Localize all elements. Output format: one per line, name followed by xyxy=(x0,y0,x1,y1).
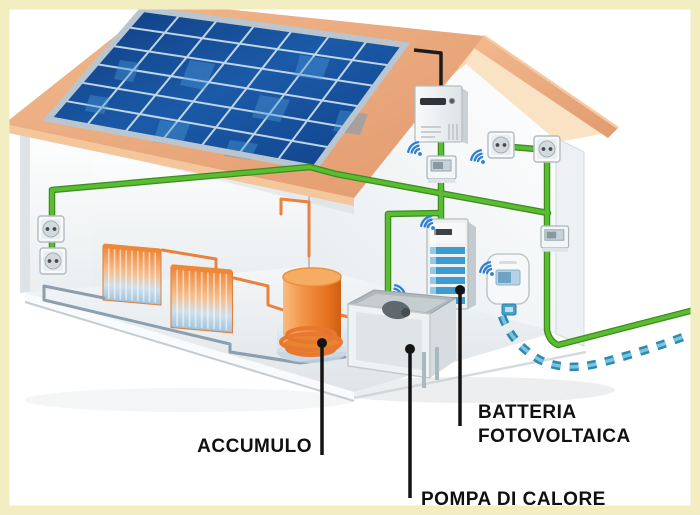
dotted-line-inner xyxy=(500,315,689,369)
wireless-controller xyxy=(486,253,530,316)
wire-left-run xyxy=(50,165,550,254)
callout-lines xyxy=(320,291,462,498)
gable-wall-edge xyxy=(555,137,585,347)
floor-right-line xyxy=(353,350,587,400)
heat-pump xyxy=(346,289,458,388)
label-batteria-line2: FOTOVOLTAICA xyxy=(478,426,631,447)
dotted-line xyxy=(497,314,690,372)
wire-socket-pair xyxy=(510,145,538,151)
wire-grid-export xyxy=(545,158,700,347)
callout-dots xyxy=(317,285,465,354)
solar-panel-grid xyxy=(63,13,391,162)
house-shadow xyxy=(325,377,615,403)
house-shadow-left xyxy=(25,388,355,412)
label-accumulo: ACCUMULO xyxy=(197,436,312,457)
inverter-display xyxy=(420,98,446,105)
floor-slab xyxy=(25,293,354,401)
energy-meter xyxy=(426,155,457,184)
roof xyxy=(4,2,619,206)
socket-gable-left xyxy=(487,131,515,159)
label-pompa: POMPA DI CALORE xyxy=(421,489,606,510)
storage-tank xyxy=(277,267,347,363)
socket-left-bottom xyxy=(39,247,67,275)
labels: ACCUMULO BATTERIA FOTOVOLTAICA POMPA DI … xyxy=(197,402,631,510)
radiator-1 xyxy=(102,242,162,306)
roof-right-slope xyxy=(474,36,618,138)
floor-front-line xyxy=(24,301,355,402)
radiator-2 xyxy=(170,263,234,334)
left-wall-edge xyxy=(20,117,30,293)
dc-cable xyxy=(413,48,443,88)
roof-right-highlight xyxy=(483,34,619,130)
tank-coil xyxy=(279,326,343,357)
heating-system xyxy=(42,197,458,388)
solar-panel xyxy=(42,5,411,172)
inverter xyxy=(414,85,468,144)
battery-display xyxy=(434,229,452,235)
label-batteria-line1: BATTERIA xyxy=(478,402,577,423)
heat-pump-pipes xyxy=(422,347,439,388)
grid-meter xyxy=(540,225,570,253)
roof-fascia xyxy=(4,124,354,206)
socket-left-top xyxy=(37,215,65,243)
socket-gable-right xyxy=(533,135,561,163)
